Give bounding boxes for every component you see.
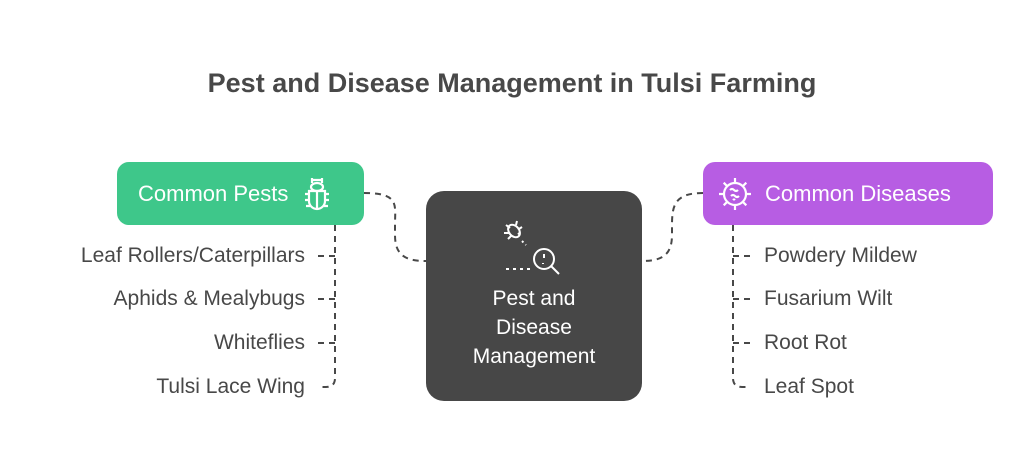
disease-item: Powdery Mildew bbox=[764, 244, 917, 267]
central-node: Pest and Disease Management bbox=[426, 191, 642, 401]
central-node-label: Pest and Disease Management bbox=[473, 284, 596, 371]
pest-item: Tulsi Lace Wing bbox=[156, 375, 305, 398]
pest-item: Aphids & Mealybugs bbox=[113, 287, 305, 310]
central-line-3: Management bbox=[472, 345, 596, 368]
pest-item: Whiteflies bbox=[213, 331, 305, 354]
diseases-trunk bbox=[732, 225, 750, 388]
common-pests-label: Common Pests bbox=[138, 180, 289, 206]
central-line-2: Disease bbox=[496, 316, 572, 339]
disease-item: Leaf Spot bbox=[764, 375, 854, 398]
pests-trunk bbox=[318, 225, 336, 388]
bug-magnifier-icon bbox=[504, 220, 560, 275]
beetle-icon bbox=[305, 177, 330, 210]
central-line-1: Pest and bbox=[492, 287, 576, 310]
pests-branches bbox=[318, 255, 335, 344]
connector-diseases bbox=[641, 192, 704, 262]
diseases-branches bbox=[733, 255, 752, 344]
diagram-title: Pest and Disease Management in Tulsi Far… bbox=[207, 68, 817, 98]
common-diseases-node: Common Diseases bbox=[703, 162, 993, 225]
connector-pests bbox=[363, 192, 427, 262]
pest-item: Leaf Rollers/Caterpillars bbox=[80, 244, 305, 267]
disease-item: Fusarium Wilt bbox=[764, 287, 893, 310]
common-pests-node: Common Pests bbox=[117, 162, 364, 225]
common-diseases-label: Common Diseases bbox=[765, 180, 951, 206]
virus-icon bbox=[719, 177, 751, 210]
disease-item: Root Rot bbox=[764, 331, 847, 354]
